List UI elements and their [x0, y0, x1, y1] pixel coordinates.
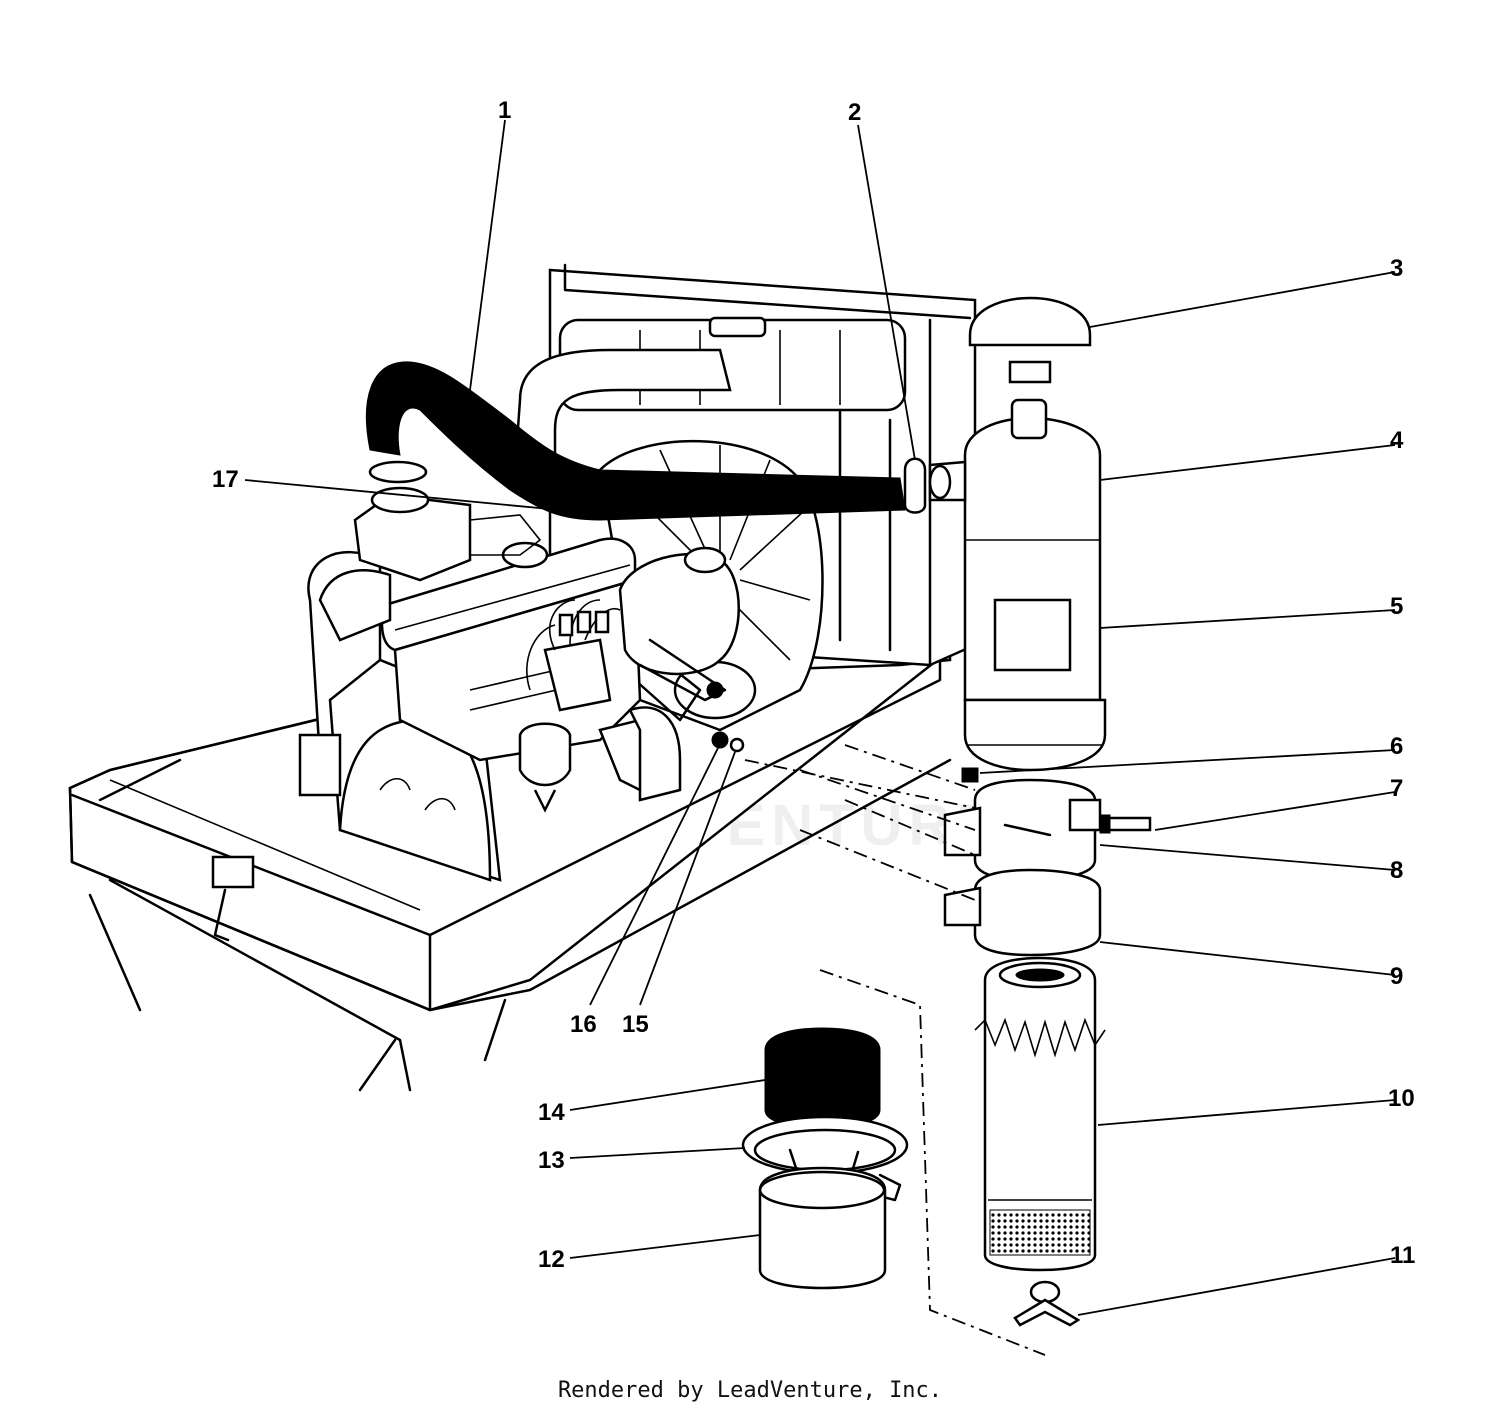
nut-16 [711, 731, 729, 749]
leader-lines [244, 119, 1396, 1316]
callout-16: 16 [570, 1011, 597, 1038]
distributor [526, 599, 621, 712]
callout-8: 8 [1390, 857, 1403, 884]
air-filter-assembly [928, 296, 1152, 1327]
callout-13: 13 [538, 1147, 565, 1174]
filter-element [983, 956, 1097, 1272]
callout-3: 3 [1390, 255, 1403, 282]
callout-4: 4 [1390, 427, 1404, 454]
callout-1: 1 [498, 97, 511, 124]
callout-11: 11 [1390, 1242, 1415, 1269]
callout-2: 2 [848, 99, 861, 126]
washer-15 [729, 737, 745, 753]
callout-12: 12 [538, 1246, 565, 1273]
callout-9: 9 [1390, 963, 1403, 990]
mounting-band-lower [973, 868, 1102, 957]
callout-5: 5 [1390, 593, 1403, 620]
callout-14: 14 [538, 1099, 565, 1126]
foam-element [764, 1027, 881, 1129]
hose-clamp [368, 460, 428, 484]
engine-tray [68, 647, 952, 1092]
nut [961, 767, 979, 783]
callout-6: 6 [1390, 733, 1403, 760]
tray-latch [211, 855, 255, 942]
bolt [1099, 814, 1152, 834]
footer-credit: Rendered by LeadVenture, Inc. [557, 1378, 943, 1403]
callout-7: 7 [1390, 775, 1403, 802]
wing-nut [1013, 1280, 1081, 1327]
assembly-lines [744, 744, 1046, 1356]
callout-labels: 1 2 3 4 5 6 7 8 9 10 11 12 13 14 15 16 1… [212, 97, 1415, 1273]
callout-17: 17 [212, 466, 239, 493]
callout-15: 15 [622, 1011, 649, 1038]
callout-10: 10 [1388, 1085, 1415, 1112]
precleaner-assembly [741, 1027, 909, 1290]
upper-radiator-hose [513, 348, 732, 472]
engine [298, 486, 740, 882]
air-filter-clamp [903, 457, 927, 514]
air-intake-hose [365, 361, 906, 521]
precleaner-cap [968, 296, 1092, 347]
